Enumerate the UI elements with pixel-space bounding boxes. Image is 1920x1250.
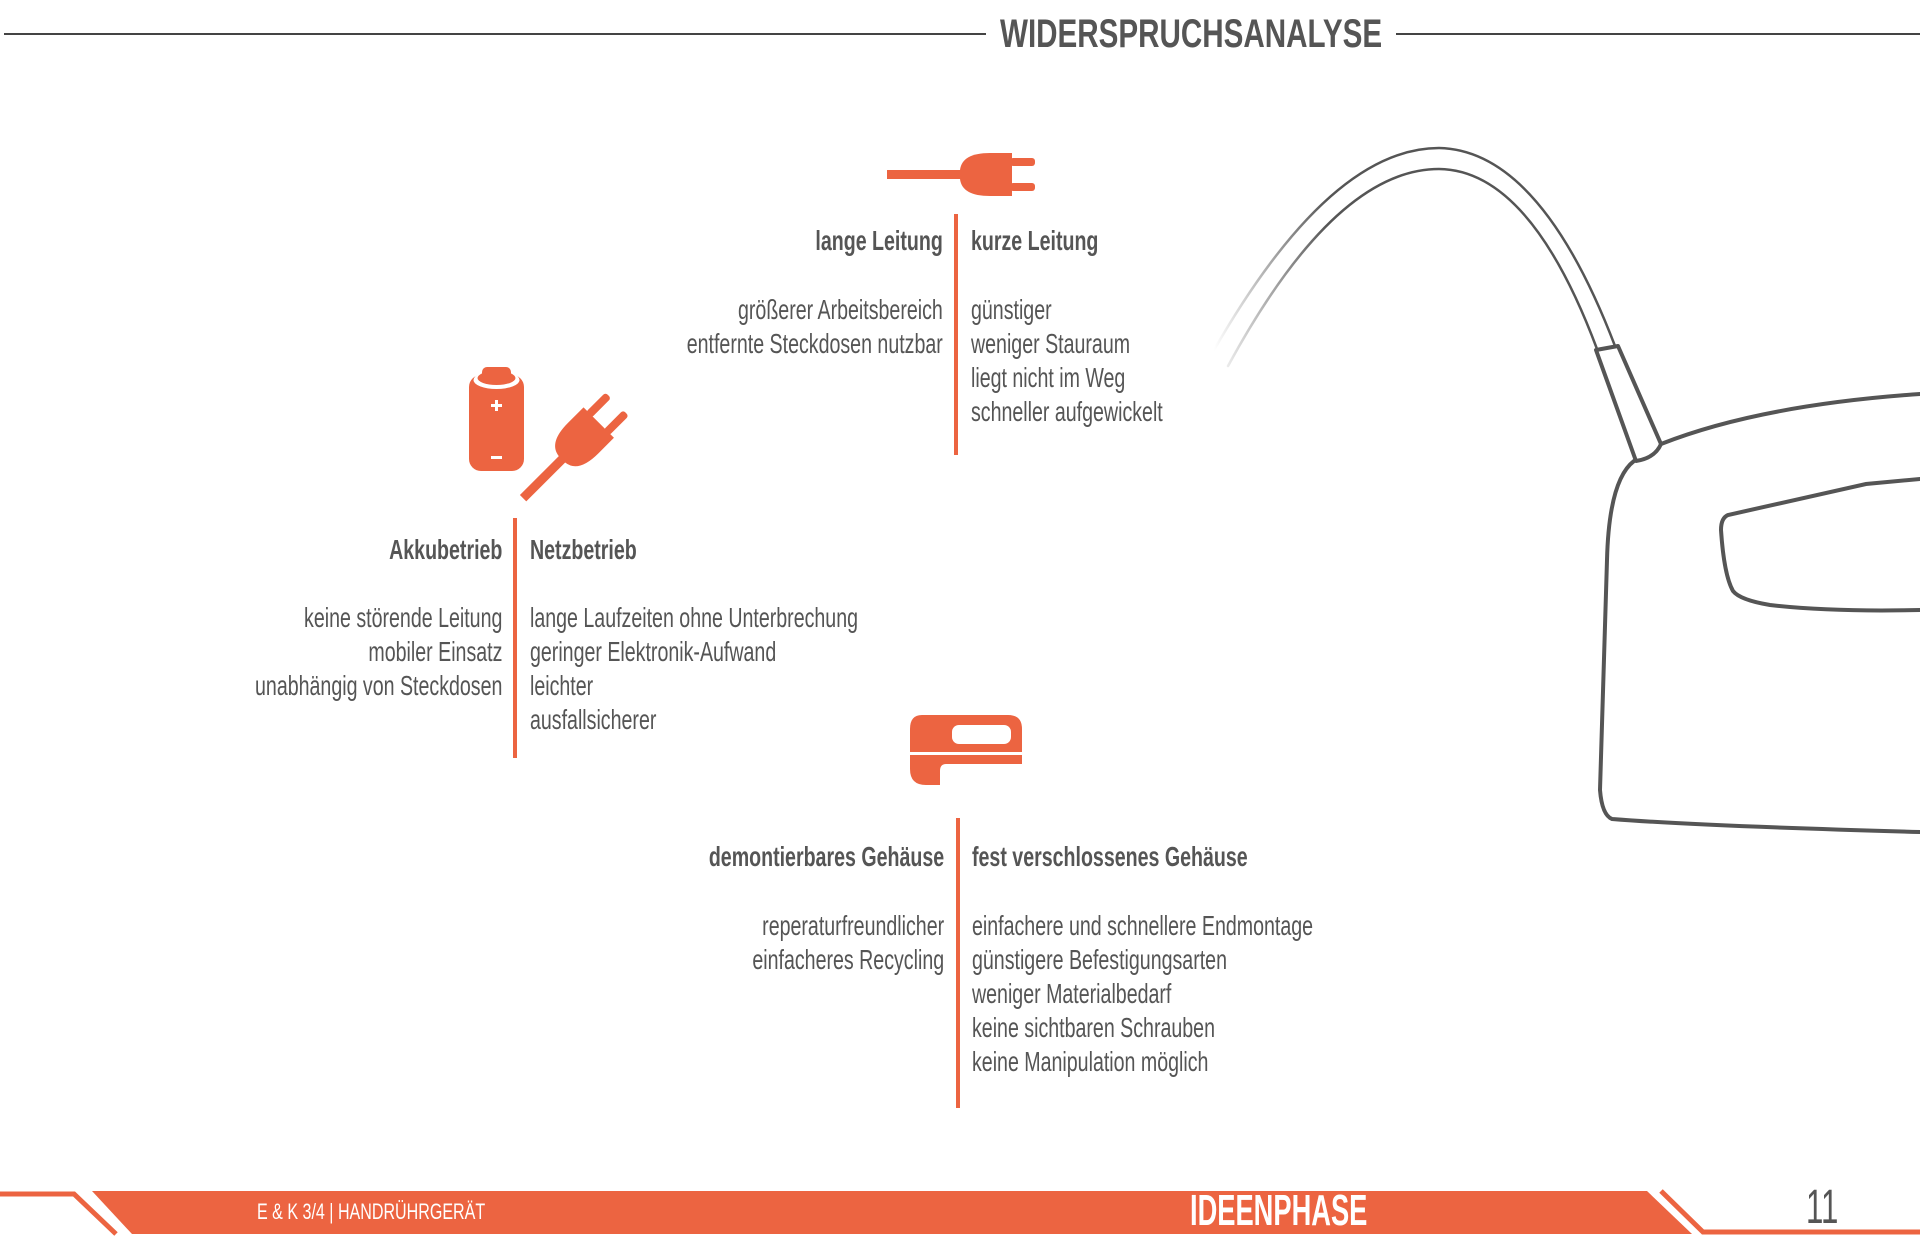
list-item: keine Manipulation möglich [972, 1046, 1209, 1077]
option-left-1: lange Leitung größerer Arbeitsbereich en… [687, 224, 943, 361]
list-item: lange Laufzeiten ohne Unterbrechung [530, 602, 859, 633]
list-item: größerer Arbeitsbereich [738, 294, 943, 325]
housing-icon [910, 715, 1022, 785]
option-left-3: demontierbares Gehäuse reperaturfreundli… [709, 840, 944, 977]
list-item: unabhängig von Steckdosen [254, 670, 502, 701]
list-item: ausfallsicherer [530, 704, 657, 735]
list-item: leichter [530, 670, 594, 701]
option-heading: demontierbares Gehäuse [708, 841, 944, 872]
option-heading: kurze Leitung [971, 225, 1099, 256]
list-item: keine sichtbaren Schrauben [972, 1012, 1215, 1043]
option-right-2: Netzbetrieb lange Laufzeiten ohne Unterb… [530, 533, 858, 737]
footer-band [0, 1189, 1920, 1236]
battery-icon [469, 367, 524, 471]
footer-course: E & K 3/4 | HANDRÜHRGERÄT [257, 1199, 486, 1224]
page-title: WIDERSPRUCHSANALYSE [1000, 12, 1383, 56]
option-heading: fest verschlossenes Gehäuse [972, 841, 1248, 872]
divider-3 [956, 818, 960, 1108]
option-right-1: kurze Leitung günstiger weniger Stauraum… [971, 224, 1163, 429]
list-item: einfachere und schnellere Endmontage [972, 910, 1314, 941]
list-item: mobiler Einsatz [368, 636, 502, 667]
list-item: einfacheres Recycling [752, 944, 944, 975]
list-item: weniger Materialbedarf [972, 978, 1172, 1009]
option-heading: lange Leitung [815, 225, 943, 256]
option-right-3: fest verschlossenes Gehäuse einfachere u… [972, 840, 1313, 1079]
option-heading: Netzbetrieb [530, 534, 637, 565]
list-item: weniger Stauraum [971, 328, 1131, 359]
list-item: reperaturfreundlicher [762, 910, 944, 941]
list-item: günstiger [971, 294, 1052, 325]
option-left-2: Akkubetrieb keine störende Leitung mobil… [255, 533, 502, 703]
list-item: günstigere Befestigungsarten [972, 944, 1227, 975]
list-item: entfernte Steckdosen nutzbar [686, 328, 943, 359]
option-heading: Akkubetrieb [388, 534, 502, 565]
list-item: geringer Elektronik-Aufwand [530, 636, 777, 667]
list-item: keine störende Leitung [303, 602, 502, 633]
hand-mixer-illustration [1212, 146, 1920, 834]
list-item: liegt nicht im Weg [971, 362, 1126, 393]
plug-icon [887, 153, 1035, 196]
divider-2 [513, 518, 517, 758]
footer-section: IDEENPHASE [1190, 1186, 1368, 1235]
mains-plug-icon [519, 393, 628, 502]
divider-1 [954, 214, 958, 455]
page-number: 11 [1806, 1181, 1839, 1234]
list-item: schneller aufgewickelt [971, 396, 1163, 427]
